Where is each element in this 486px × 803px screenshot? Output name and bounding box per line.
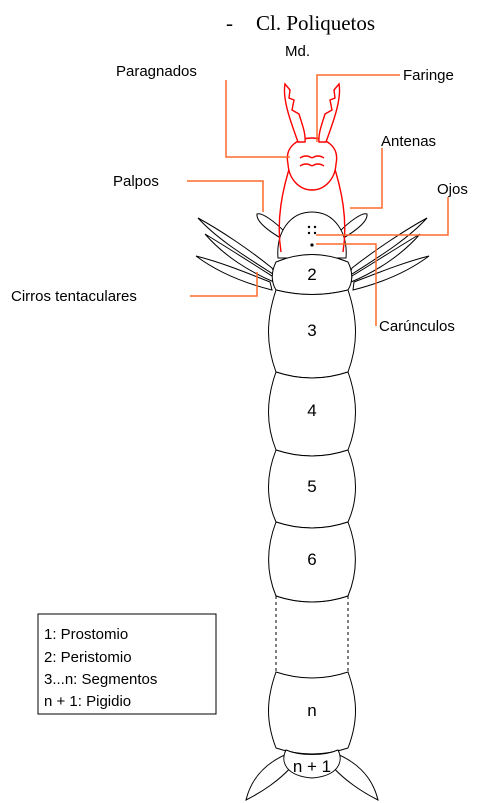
title-bullet: - <box>226 11 233 35</box>
trunk-segments <box>269 290 356 754</box>
label-paragnados: Paragnados <box>116 63 197 80</box>
legend-item-prostomio: 1: Prostomio <box>44 626 128 643</box>
label-md: Md. <box>285 43 310 60</box>
segment-gap-top <box>276 596 348 602</box>
leader-palpos <box>187 181 263 212</box>
label-caruncula: Carúnculos <box>379 318 455 335</box>
legend-item-segmentos: 3...n: Segmentos <box>44 671 157 688</box>
segment-label-n-plus-1: n + 1 <box>293 757 331 776</box>
leader-antenas <box>350 148 382 208</box>
segment-label-2: 2 <box>307 265 316 284</box>
left-jaw <box>284 84 305 142</box>
segment-label-5: 5 <box>307 477 316 496</box>
segment-label-3: 3 <box>307 321 316 340</box>
legend-box: 1: Prostomio 2: Peristomio 3...n: Segmen… <box>38 614 216 714</box>
segment-label-6: 6 <box>307 550 316 569</box>
legend-item-peristomio: 2: Peristomio <box>44 649 132 666</box>
diagram-title: Cl. Poliquetos <box>256 11 375 35</box>
label-ojos: Ojos <box>437 181 468 198</box>
right-jaw <box>319 84 340 142</box>
leader-paragnados <box>226 80 290 157</box>
legend-item-pigidio: n + 1: Pigidio <box>44 693 131 710</box>
segment-label-n: n <box>307 701 316 720</box>
label-palpos: Palpos <box>113 173 159 190</box>
segment-label-4: 4 <box>307 401 316 420</box>
label-faringe: Faringe <box>403 67 454 84</box>
pharynx-bulb <box>287 138 336 190</box>
label-cirros: Cirros tentaculares <box>11 288 137 305</box>
label-antenas: Antenas <box>381 133 436 150</box>
